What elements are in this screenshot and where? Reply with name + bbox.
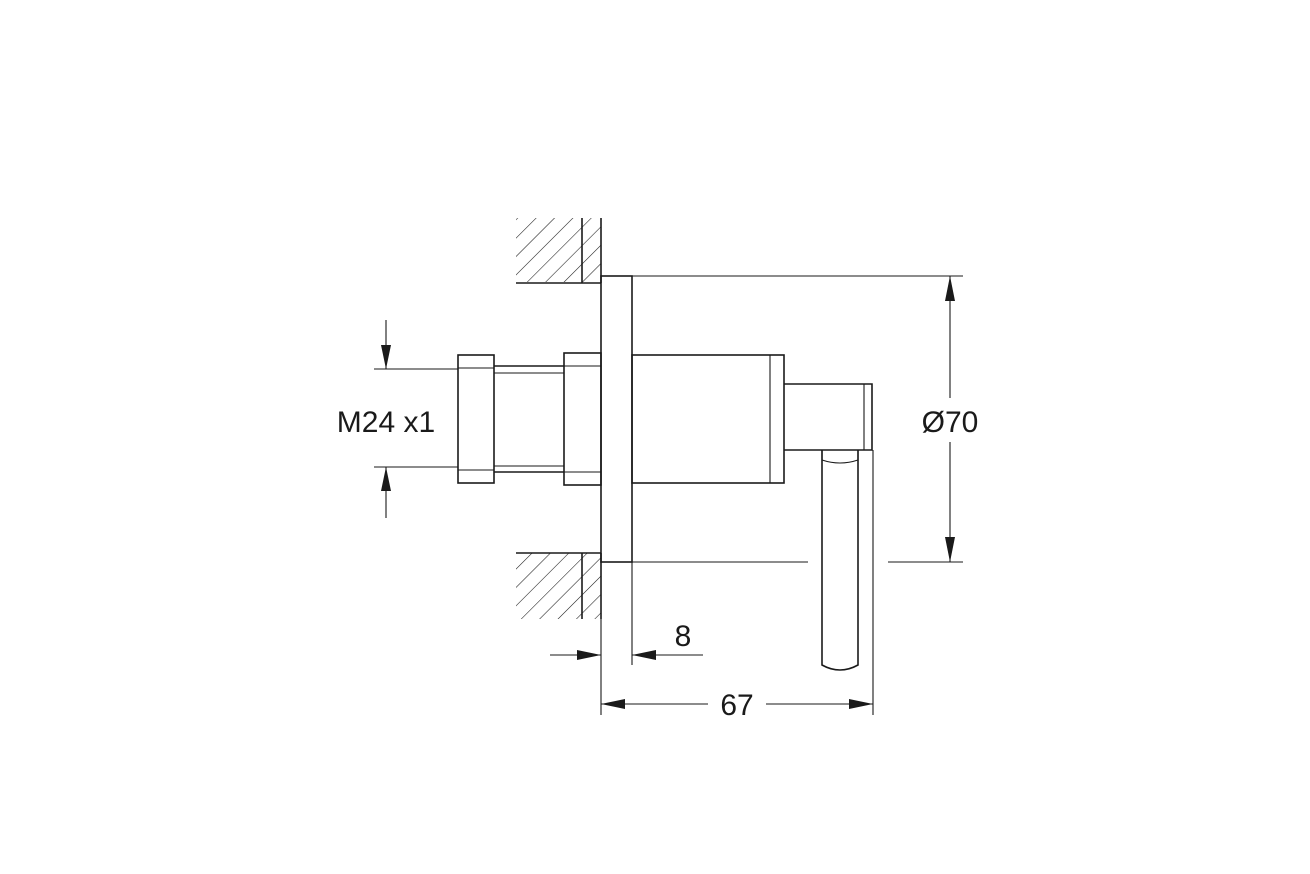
wall-section-bottom: [516, 552, 602, 619]
dimension-overall-length: 67: [600, 450, 874, 722]
diameter-label: Ø70: [922, 406, 979, 439]
thread-label: M24 x1: [337, 406, 435, 439]
hex-body: [563, 352, 602, 486]
sleeve: [631, 354, 785, 484]
rosette-depth-label: 8: [675, 620, 692, 653]
lever-handle: [784, 383, 873, 451]
wall-section-top: [516, 218, 602, 284]
dimension-rosette-depth: 8: [550, 562, 703, 665]
dimension-diameter: Ø70: [632, 275, 979, 563]
valve-body: [457, 275, 873, 671]
rosette-plate: [600, 275, 633, 563]
overall-length-label: 67: [720, 689, 753, 722]
dimension-thread: M24 x1: [337, 320, 458, 518]
thread-nut: [457, 354, 495, 484]
lever-grip: [821, 450, 859, 671]
